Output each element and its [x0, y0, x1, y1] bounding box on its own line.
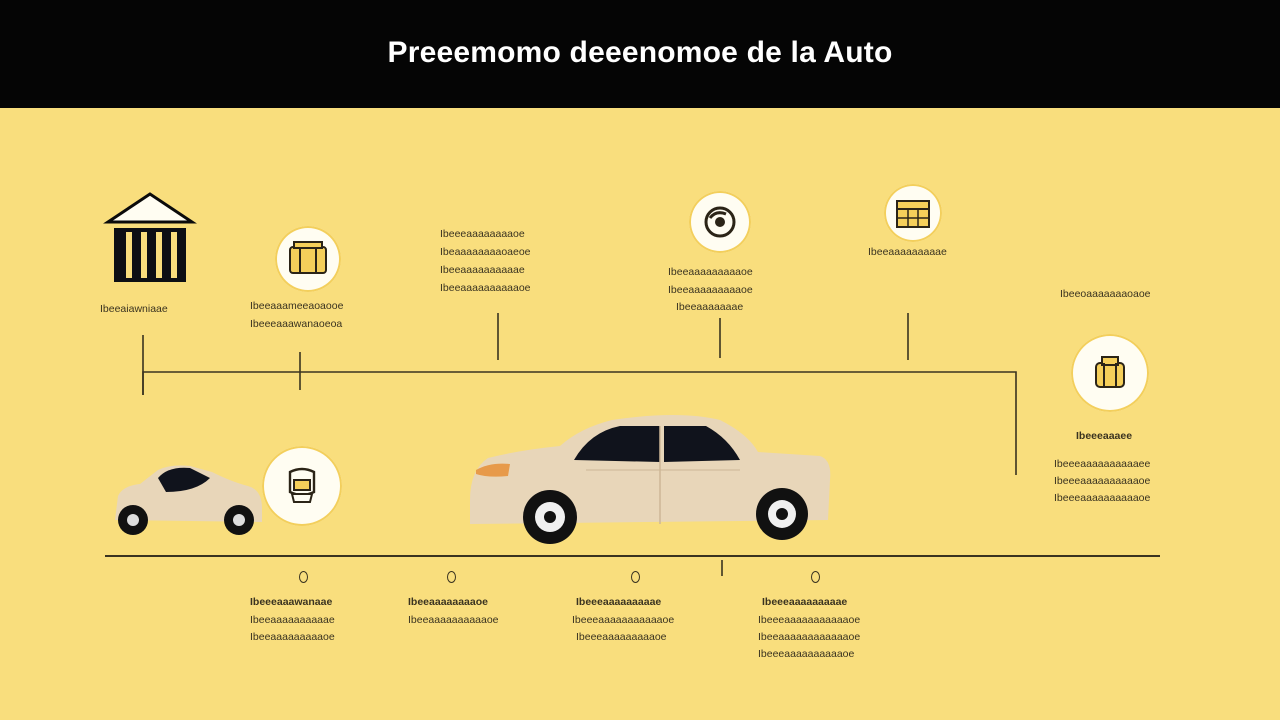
connector-lines	[105, 313, 1160, 576]
bank-icon	[103, 192, 197, 282]
bottom-caption-4-title: Ibeeeaaaaaaaaae	[762, 596, 848, 608]
right-bold-caption: Ibeeeaaaee	[1076, 430, 1133, 442]
cycle-caption-1: Ibeeaaaaaaaaaoe	[668, 266, 753, 278]
right-top-caption: Ibeeoaaaaaaaoaoe	[1060, 288, 1151, 300]
calendar-caption: Ibeeaaaaaaaaae	[868, 246, 947, 258]
right-caption-3: Ibeeeaaaaaaaaaaoe	[1054, 492, 1151, 504]
col3-caption-1: Ibeeeaaaaaaaaoe	[440, 228, 525, 240]
dashboard-icon-badge	[275, 226, 341, 292]
col3-caption-3: Ibeeaaaaaaaaaae	[440, 264, 525, 276]
connector-line	[142, 371, 1017, 475]
right-caption-1: Ibeeeaaaaaaaaaaee	[1054, 458, 1151, 470]
bottom-caption-4-line2: Ibeeaaaaaaaaaaaaoe	[758, 631, 861, 643]
dashboard-caption-2: Ibeeeaaawanaoeoa	[250, 318, 343, 330]
seat-icon	[288, 467, 316, 503]
bottom-caption-2-title: Ibeeaaaaaaaaoe	[408, 596, 488, 608]
right-caption-2: Ibeeeaaaaaaaaaaoe	[1054, 475, 1151, 487]
engine-icon	[1095, 356, 1125, 388]
bank-caption: Ibeeaiawniaae	[100, 303, 168, 315]
bottom-caption-1-line1: Ibeeaaaaaaaaaae	[250, 614, 335, 626]
calendar-icon	[896, 200, 930, 228]
bottom-caption-2-line1: Ibeeaaaaaaaaaaoe	[408, 614, 499, 626]
dashboard-icon	[289, 241, 327, 274]
page-title: Preeemomo deeenomoe de la Auto	[387, 36, 893, 69]
timeline-dot	[631, 571, 640, 583]
timeline-dot	[811, 571, 820, 583]
cycle-caption-3: Ibeeaaaaaaae	[676, 301, 744, 313]
bottom-caption-1-title: Ibeeeaaawanaae	[250, 596, 333, 608]
seat-icon-badge	[262, 446, 342, 526]
timeline-dot	[447, 571, 456, 583]
header-bar: Preeemomo deeenomoe de la Auto	[0, 0, 1280, 108]
col3-caption-2: Ibeaaaaaaaaoaeoe	[440, 246, 531, 258]
dashboard-caption-1: Ibeeaaameeaoaooe	[250, 300, 344, 312]
cycle-icon-badge	[689, 191, 751, 253]
bottom-caption-4-line1: Ibeeeaaaaaaaaaaaoe	[758, 614, 861, 626]
bottom-caption-4-line3: Ibeeeaaaaaaaaaaoe	[758, 648, 855, 660]
sedan-illustration	[470, 415, 831, 544]
diagram-canvas	[0, 108, 1280, 720]
col3-caption-4: Ibeeaaaaaaaaaaoe	[440, 282, 531, 294]
small-car-illustration	[115, 465, 262, 535]
bottom-caption-1-line2: Ibeeaaaaaaaaaoe	[250, 631, 335, 643]
bottom-caption-3-line1: Ibeeeaaaaaaaaaaaoe	[572, 614, 675, 626]
bottom-caption-3-line2: Ibeeeaaaaaaaaaoe	[576, 631, 667, 643]
cycle-icon	[704, 206, 736, 238]
engine-icon-badge	[1071, 334, 1149, 412]
cycle-caption-2: Ibeeaaaaaaaaaoe	[668, 284, 753, 296]
calendar-icon-badge	[884, 184, 942, 242]
bottom-caption-3-title: Ibeeeaaaaaaaaae	[576, 596, 662, 608]
timeline-dot	[299, 571, 308, 583]
